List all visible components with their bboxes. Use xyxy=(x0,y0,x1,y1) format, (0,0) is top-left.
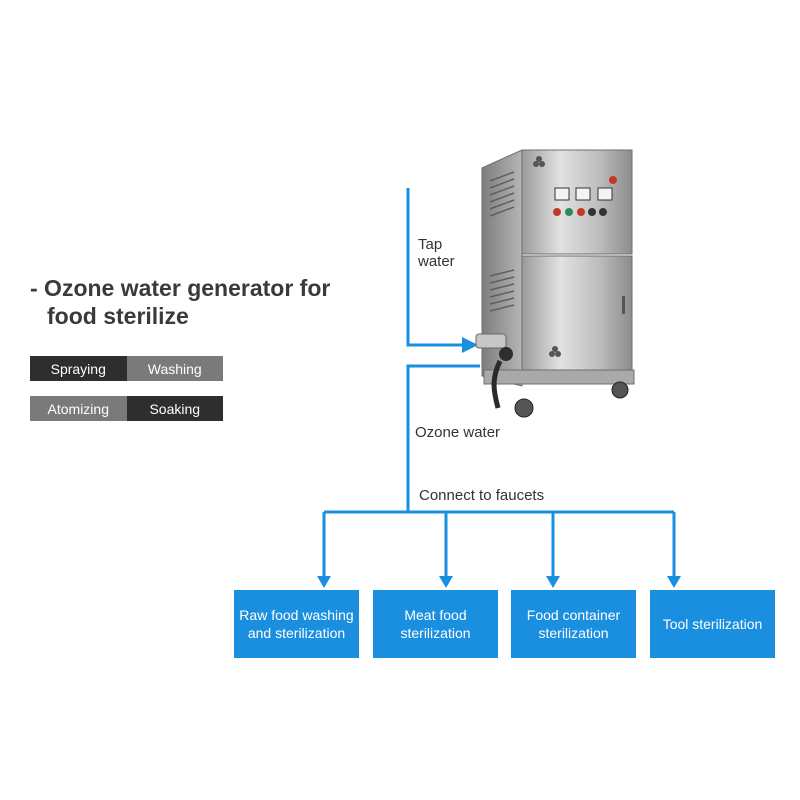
tap-water-label: Tap water xyxy=(418,236,455,270)
arrow-down-icon xyxy=(317,576,331,588)
connect-faucets-label: Connect to faucets xyxy=(419,487,545,504)
destination-tool: Tool sterilization xyxy=(650,590,775,658)
page-title: - Ozone water generator for food sterili… xyxy=(30,274,330,330)
arrow-down-icon xyxy=(546,576,560,588)
ozone-water-pipe xyxy=(406,364,480,512)
tap-water-pipe xyxy=(406,188,462,347)
tag-washing: Washing xyxy=(126,356,223,381)
ozone-water-label: Ozone water xyxy=(415,424,501,441)
tag-spraying: Spraying xyxy=(30,356,127,381)
usage-tags-row-1: Spraying Washing xyxy=(30,356,223,381)
usage-tags-row-2: Atomizing Soaking xyxy=(30,396,223,421)
arrow-down-icon xyxy=(667,576,681,588)
inlet-arrow-icon xyxy=(462,337,478,353)
ozone-generator-image xyxy=(475,149,635,418)
title-line-1: - Ozone water generator for xyxy=(30,275,331,301)
tag-atomizing: Atomizing xyxy=(30,396,127,421)
arrow-down-icon xyxy=(439,576,453,588)
tag-soaking: Soaking xyxy=(126,396,223,421)
title-line-2: food sterilize xyxy=(47,303,189,329)
